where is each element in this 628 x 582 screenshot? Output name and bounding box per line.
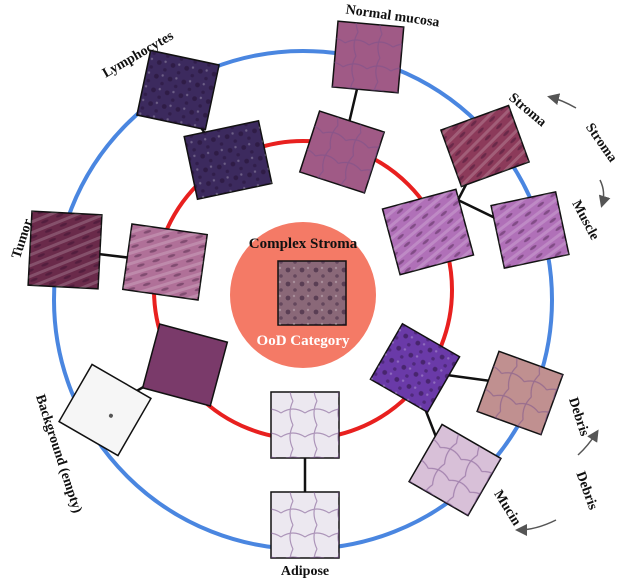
inner-tile-adipose	[270, 391, 340, 459]
outer-tile-normal-mucosa	[331, 20, 405, 94]
outer-tile-background	[58, 363, 152, 457]
center-title: Complex Stroma	[249, 236, 358, 252]
inner-tile-stroma-muscle	[381, 188, 475, 276]
label-adipose: Adipose	[281, 564, 329, 579]
outer-tile-debris	[476, 350, 564, 436]
center-subtitle: OoD Category	[257, 333, 350, 349]
inner-tile-normal-mucosa	[298, 110, 386, 194]
outer-tile-stroma	[439, 104, 531, 188]
label-debris-outer: Debris	[572, 470, 600, 513]
arrow-debris-bottom	[515, 519, 557, 536]
arrow-stroma-top	[547, 93, 577, 109]
outer-tile-tumor	[27, 210, 103, 290]
arrow-debris-top	[577, 429, 599, 456]
center-tile-complex-stroma	[277, 260, 347, 326]
inner-tile-tumor	[121, 223, 209, 301]
label-debris: Debris	[565, 396, 592, 439]
outer-tile-mucin	[408, 423, 502, 517]
outer-tile-adipose	[270, 491, 340, 559]
outer-tile-muscle	[490, 190, 570, 270]
label-stroma-outer: Stroma	[582, 121, 620, 166]
inner-tile-background	[141, 323, 229, 407]
inner-tile-debris-mucin	[369, 322, 461, 414]
label-mucin: Mucin	[490, 488, 523, 529]
arrow-stroma-bottom	[598, 179, 611, 208]
inner-tile-lymphocytes	[183, 119, 273, 201]
label-muscle: Muscle	[568, 198, 601, 243]
outer-tile-lymphocytes	[136, 49, 220, 131]
